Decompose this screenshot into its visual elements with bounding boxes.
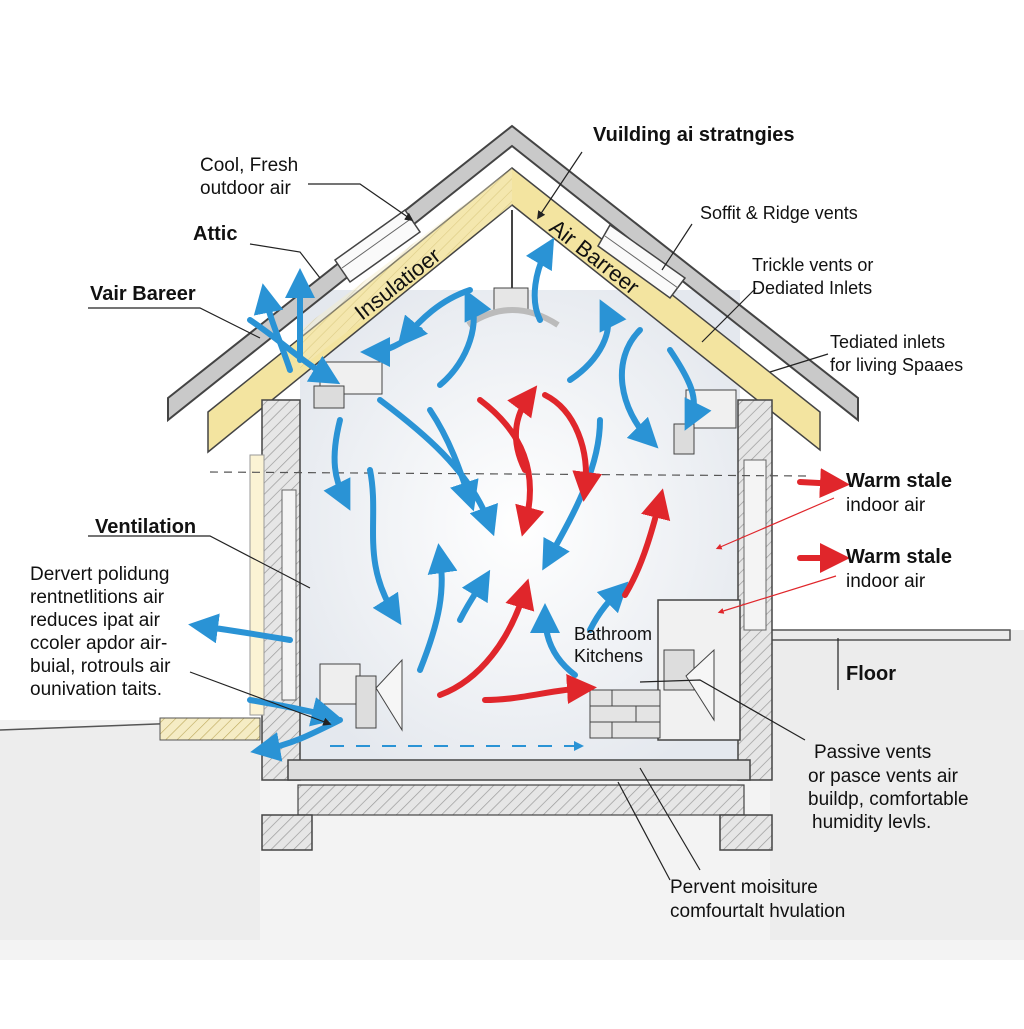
warm-stale-2-line1: Warm stale bbox=[846, 546, 952, 568]
bathroom-label-line1: Bathroom bbox=[574, 624, 652, 644]
warm-air-arrow bbox=[482, 674, 597, 705]
passive-line1: Passive vents bbox=[814, 742, 931, 763]
bathroom-kitchen-unit bbox=[589, 599, 741, 741]
cool-air-arrow bbox=[667, 347, 712, 431]
vair-bareer-label: Vair Bareer bbox=[90, 283, 196, 305]
cool-fresh-label-line1: Cool, Fresh bbox=[200, 155, 298, 176]
soffit-ridge-label: Soffit & Ridge vents bbox=[700, 203, 858, 223]
cool-air-arrow bbox=[618, 327, 659, 449]
passive-line3: buildp, comfortable bbox=[808, 789, 969, 810]
dervert-line6: ounivation taits. bbox=[30, 679, 162, 700]
passive-vents-note: Passive vents or pasce vents air buildp,… bbox=[808, 742, 969, 833]
dervert-line2: rentnetlitions air bbox=[30, 587, 165, 608]
trickle-label-line2: Dediated Inlets bbox=[752, 278, 872, 298]
warm-air-arrow bbox=[542, 392, 603, 502]
warm-stale-1-line1: Warm stale bbox=[846, 470, 952, 492]
leader-lines bbox=[88, 151, 839, 881]
cool-air-arrow bbox=[247, 317, 341, 385]
roof bbox=[167, 124, 859, 454]
cool-air-arrow bbox=[427, 407, 479, 512]
dervert-note: Dervert polidung rentnetlitions air redu… bbox=[30, 564, 171, 700]
cool-air-arrow bbox=[530, 603, 578, 678]
cool-air-arrow bbox=[417, 543, 458, 673]
ridge-vent-left bbox=[333, 208, 422, 284]
cool-air-arrow bbox=[247, 697, 342, 727]
tediated-label-line1: Tediated inlets bbox=[830, 332, 945, 352]
tediated-label-line2: for living Spaaes bbox=[830, 355, 963, 375]
diagram-title: Vuilding ai stratngies bbox=[593, 124, 795, 146]
ridge-vent-right bbox=[597, 223, 687, 300]
cool-air-arrow bbox=[567, 299, 627, 383]
cool-air-arrow bbox=[253, 283, 293, 373]
passive-line4: humidity levls. bbox=[812, 812, 931, 833]
floor-label: Floor bbox=[846, 663, 896, 685]
warm-air-arrow bbox=[437, 578, 535, 698]
bathroom-label-line2: Kitchens bbox=[574, 646, 643, 666]
cool-air-arrow bbox=[188, 613, 293, 644]
dervert-line4: ccoler apdor air- bbox=[30, 633, 167, 654]
warm-air-arrow bbox=[797, 468, 850, 499]
warm-stale-2-line2: indoor air bbox=[846, 571, 926, 592]
attic-label: Attic bbox=[193, 223, 237, 245]
cool-air-arrow bbox=[377, 397, 498, 537]
floor-slab bbox=[159, 717, 773, 851]
cool-air-arrow bbox=[525, 237, 555, 323]
ceiling-line bbox=[209, 471, 811, 477]
cool-air-arrow bbox=[323, 417, 351, 511]
warm-air-arrows bbox=[437, 385, 850, 705]
cool-air-arrow bbox=[457, 569, 491, 623]
cool-air-arrows bbox=[188, 237, 712, 762]
cool-air-arrow bbox=[367, 467, 402, 626]
cool-air-arrow bbox=[397, 287, 473, 348]
cool-air-arrow bbox=[437, 289, 492, 388]
dervert-line5: buial, rotrouls air bbox=[30, 656, 171, 677]
cool-air-arrow bbox=[587, 581, 629, 633]
walls bbox=[249, 399, 773, 781]
pervent-label-line2: comfourtalt hvulation bbox=[670, 901, 845, 922]
warm-air-arrow bbox=[477, 397, 545, 537]
pervent-label-line1: Pervent moisiture bbox=[670, 877, 818, 898]
dervert-line1: Dervert polidung bbox=[30, 564, 169, 585]
warm-air-arrow bbox=[622, 488, 671, 598]
warm-stale-1-line2: indoor air bbox=[846, 495, 926, 516]
ventilation-label: Ventilation bbox=[95, 516, 196, 538]
dervert-line3: reduces ipat air bbox=[30, 610, 161, 631]
passive-line2: or pasce vents air bbox=[808, 766, 959, 787]
trickle-label-line1: Trickle vents or bbox=[752, 255, 873, 275]
cool-fresh-label-line2: outdoor air bbox=[200, 178, 292, 199]
warm-air-arrow bbox=[507, 385, 538, 473]
